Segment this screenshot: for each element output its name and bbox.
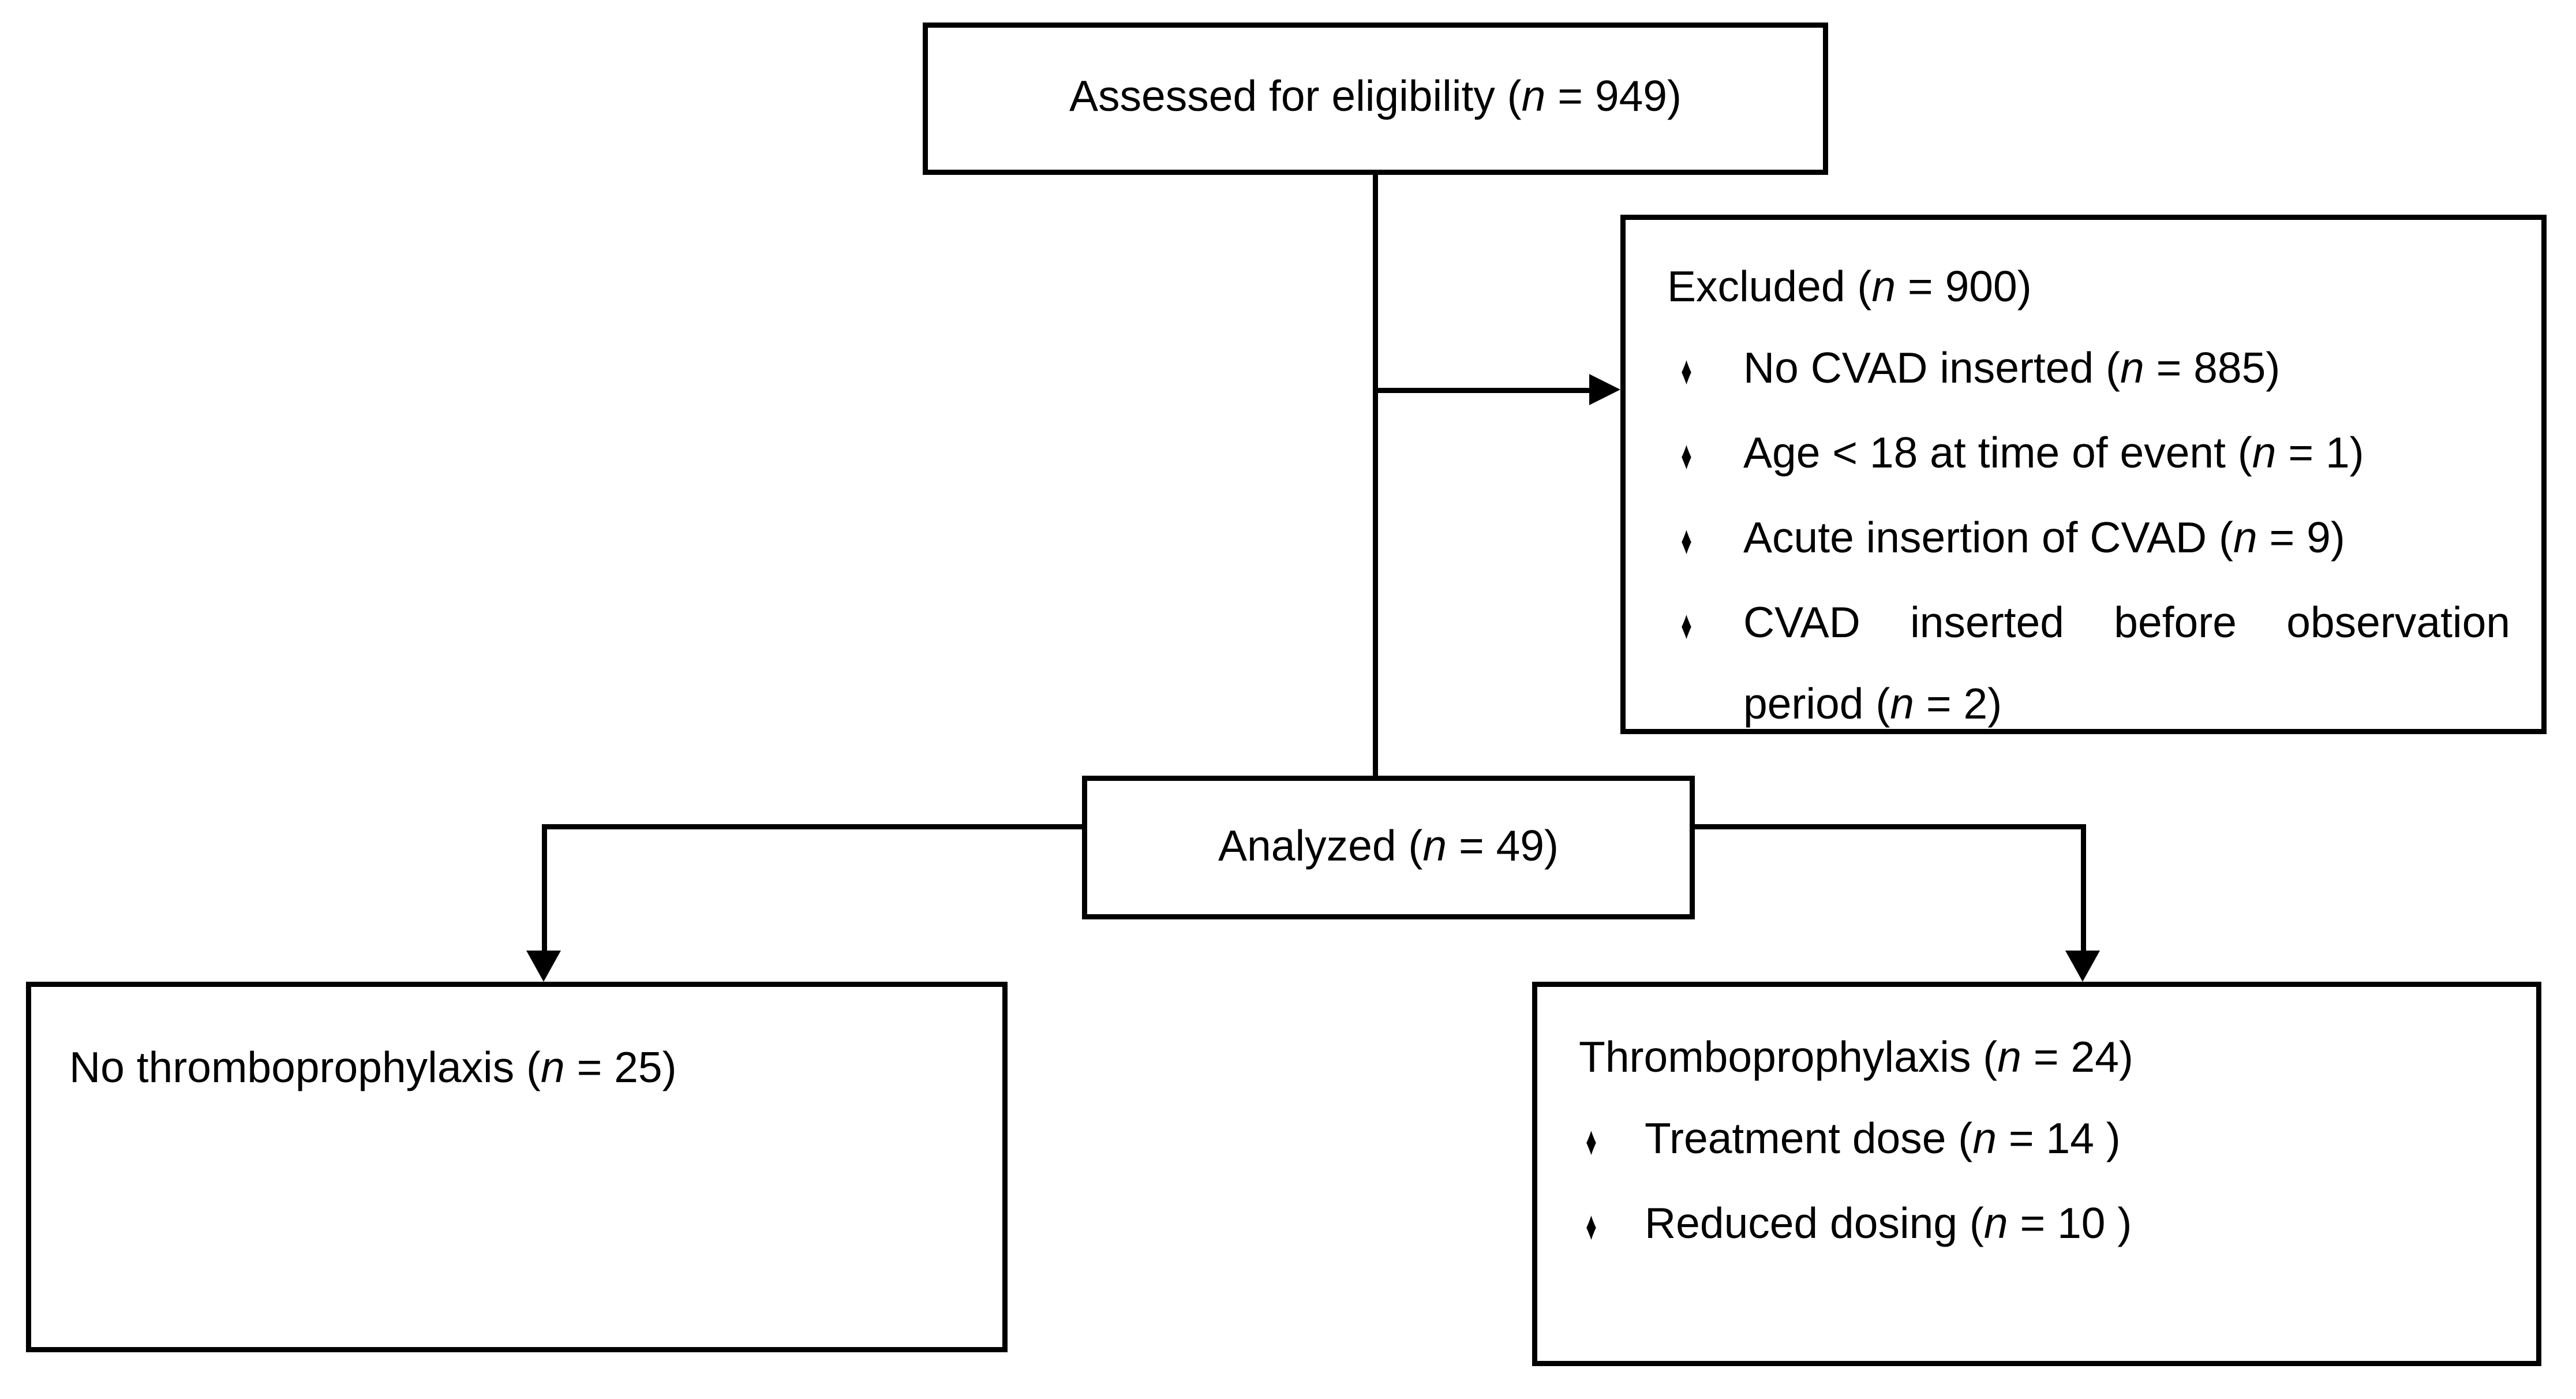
bullet-diamond-icon: ♦ — [1681, 435, 1693, 479]
connector-analyzed-right — [1695, 824, 2086, 829]
connector-down-left — [542, 824, 547, 952]
excluded-item: ♦ Age < 18 at time of event (n = 1) — [1667, 414, 2510, 499]
arrowhead-down-icon — [526, 951, 561, 982]
connector-to-excluded — [1373, 388, 1593, 393]
thromboprophylaxis-item: ♦ Reduced dosing (n = 10 ) — [1579, 1188, 2512, 1264]
box-thromboprophylaxis: Thromboprophylaxis (n = 24) ♦ Treatment … — [1532, 982, 2541, 1366]
excluded-item: ♦ Acute insertion of CVAD (n = 9) — [1667, 499, 2510, 583]
excluded-item-label: Age < 18 at time of event (n = 1) — [1743, 429, 2364, 478]
bullet-diamond-icon: ♦ — [1586, 1206, 1597, 1250]
arrowhead-down-icon — [2065, 951, 2100, 982]
bullet-diamond-icon: ♦ — [1681, 350, 1693, 394]
excluded-item-label: Acute insertion of CVAD (n = 9) — [1743, 514, 2345, 563]
excluded-title: Excluded (n = 900) — [1667, 263, 2032, 312]
box-excluded: Excluded (n = 900) ♦ No CVAD inserted (n… — [1620, 215, 2547, 734]
bullet-diamond-icon: ♦ — [1586, 1121, 1597, 1165]
thromboprophylaxis-title: Thromboprophylaxis (n = 24) — [1579, 1034, 2133, 1082]
no-thromboprophylaxis-label: No thromboprophylaxis (n = 25) — [69, 1044, 677, 1093]
box-analyzed: Analyzed (n = 49) — [1082, 776, 1695, 919]
assessed-label: Assessed for eligibility (n = 949) — [1069, 73, 1682, 122]
connector-down-right — [2081, 824, 2086, 952]
arrowhead-right-icon — [1589, 374, 1620, 405]
analyzed-label: Analyzed (n = 49) — [1218, 822, 1559, 871]
box-assessed-for-eligibility: Assessed for eligibility (n = 949) — [923, 23, 1828, 175]
excluded-item-label: No CVAD inserted (n = 885) — [1743, 345, 2281, 393]
bullet-diamond-icon: ♦ — [1681, 604, 1693, 649]
thromboprophylaxis-item-label: Reduced dosing (n = 10 ) — [1645, 1200, 2132, 1248]
bullet-diamond-icon: ♦ — [1681, 519, 1693, 564]
thromboprophylaxis-item-label: Treatment dose (n = 14 ) — [1645, 1115, 2121, 1164]
thromboprophylaxis-item: ♦ Treatment dose (n = 14 ) — [1579, 1103, 2512, 1179]
excluded-item: ♦ CVAD inserted before observation perio… — [1667, 583, 2510, 746]
box-no-thromboprophylaxis: No thromboprophylaxis (n = 25) — [26, 982, 1008, 1352]
connector-assessed-to-analyzed — [1373, 171, 1378, 776]
excluded-item-label: CVAD inserted before observation period … — [1743, 599, 2510, 729]
connector-analyzed-left — [542, 824, 1082, 829]
excluded-item: ♦ No CVAD inserted (n = 885) — [1667, 329, 2510, 414]
